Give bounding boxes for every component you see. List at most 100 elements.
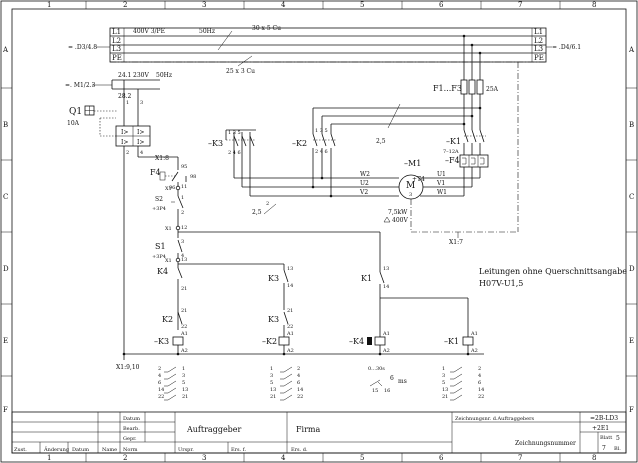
wire-count: 2 <box>266 201 269 207</box>
cross-section-label: 2,5 <box>376 138 386 145</box>
coil-k4-label: –K4 <box>349 337 364 346</box>
motor-voltage: 400V <box>392 217 408 224</box>
k1-14: 14 <box>383 284 389 290</box>
timer-contact-icon <box>369 379 383 387</box>
control-chain-left: X1:8 F4 95 96 98 X1 11 S2 +3P4 1 2 X1 12… <box>138 155 380 354</box>
s2-loc: +3P4 <box>152 206 166 212</box>
busbar-ref-right: = .D4/6.1 <box>552 44 581 51</box>
busbar-freq-label: 50Hz <box>199 28 215 35</box>
junction-dot <box>470 43 474 47</box>
tb-urspr: Urspr. <box>178 447 194 453</box>
k2-terminals: 1 3 5 <box>315 128 328 134</box>
power-circuit: F1...F3 25A 2,5 –K1 7–12A –F4 <box>208 34 519 246</box>
junction-dot <box>329 194 333 198</box>
motor-w2: W2 <box>360 171 370 178</box>
junction-dot <box>378 352 382 356</box>
coil-k3-label: –K3 <box>154 337 169 346</box>
q1-terminal-3: 3 <box>140 100 143 106</box>
row-label: E <box>629 337 634 345</box>
coil-k2-a2: A2 <box>286 348 294 354</box>
motor-location: +T4 <box>412 176 425 183</box>
motor-u2: U2 <box>360 180 369 187</box>
motor-v1: V1 <box>436 180 445 187</box>
motor-v2: V2 <box>359 189 368 196</box>
contact-ref: 13 <box>182 387 188 393</box>
coil-k4-a1: A1 <box>382 331 390 337</box>
coil-k2-a1: A1 <box>286 331 294 337</box>
coil-k2-label: –K2 <box>262 337 277 346</box>
junction-dot <box>462 34 466 38</box>
contact-block-k1: 1 3 5 13 21 2 4 6 14 22 <box>442 366 484 401</box>
coil-k1-a1: A1 <box>470 331 478 337</box>
contact-ref: 1 <box>270 366 273 372</box>
control-voltage: 230V <box>133 72 149 79</box>
q1-label: Q1 <box>69 107 82 117</box>
coil-k4 <box>374 336 386 346</box>
busbar-ref-left: = .D3/4.8 <box>68 44 97 51</box>
q1-trip-icon: I> <box>121 129 128 136</box>
column-markers-top: 1 2 3 4 5 6 7 8 <box>47 1 596 9</box>
q1-terminal-2: 2 <box>126 150 129 156</box>
s1-terminal-4: 4 <box>181 253 184 259</box>
control-freq: 50Hz <box>156 72 172 79</box>
f4-aux-label: F4 <box>150 168 161 177</box>
col-label: 5 <box>360 1 364 9</box>
contact-ref: 16 <box>384 388 390 394</box>
contact-ref: 14 <box>478 387 484 393</box>
tb-auftraggeber: Auftraggeber <box>186 425 242 434</box>
k2-main-label: –K2 <box>292 139 307 148</box>
k1-main-label: –K1 <box>446 137 461 146</box>
f4-95: 95 <box>181 164 187 170</box>
s1-loc: +3P4 <box>152 254 166 260</box>
contact-symbol-icon <box>164 366 177 401</box>
tb-bl-count: 7 <box>602 445 606 452</box>
x1-11-label: X1 <box>165 186 172 192</box>
contact-ref: 21 <box>270 394 276 400</box>
f4-contact-blade <box>171 171 179 182</box>
junction-dot <box>462 122 466 126</box>
junction-dot <box>478 51 482 55</box>
k2-contact-label: K2 <box>162 315 173 324</box>
contact-ref: 14 <box>158 387 164 393</box>
row-label: C <box>629 193 634 201</box>
coil-k4-a2: A2 <box>382 348 390 354</box>
contact-ref: 14 <box>297 387 303 393</box>
control-branch-k3-k2: K3 13 14 K3 21 22 A1 –K2 A2 <box>262 264 294 354</box>
row-label: A <box>628 46 635 54</box>
tb-norm: Norm <box>123 447 138 453</box>
contact-ref: 22 <box>158 394 164 400</box>
coil-k3-a1: A1 <box>180 331 188 337</box>
contact-ref: 22 <box>478 394 484 400</box>
coil-k1-label: –K1 <box>444 337 459 346</box>
contact-block-k4: 0...30s 15 16 6 ms <box>368 366 407 394</box>
k3-14: 14 <box>287 283 293 289</box>
junction-dot <box>478 106 482 110</box>
contact-ref: 6 <box>158 380 161 386</box>
row-label: B <box>3 121 8 129</box>
contact-ref: 2 <box>158 366 161 372</box>
col-label: 7 <box>518 1 522 9</box>
contact-ref: 22 <box>297 394 303 400</box>
motor-symbol: M <box>406 181 415 191</box>
junction-dot <box>176 352 180 356</box>
k3-terminals: 1 3 5 <box>228 130 241 136</box>
coil-k4-delay-icon <box>367 337 372 345</box>
contact-ref: 1 <box>182 366 185 372</box>
busbar-label-pe-right: PE <box>534 54 544 62</box>
coil-k3-a2: A2 <box>180 348 188 354</box>
contact-ref: 21 <box>442 394 448 400</box>
busbar-system: L1 L2 L3 PE L1 L2 L3 PE 400V 3/PE 50Hz 3… <box>68 25 581 75</box>
cross-section-tick-pe <box>237 55 253 67</box>
coil-k2 <box>278 336 290 346</box>
motor-u1: U1 <box>437 171 446 178</box>
timer-unit: ms <box>398 378 407 385</box>
tb-datum: Datum <box>123 416 140 422</box>
motor-phase: 3 <box>409 192 412 198</box>
tb-ers-d: Ers. d. <box>291 447 308 453</box>
contact-ref: 3 <box>270 373 273 379</box>
xref-x17: X1:7 <box>449 239 463 246</box>
busbar-cable-main: 30 x 5 Cu <box>252 25 281 32</box>
s2-contact-blade <box>177 195 184 209</box>
